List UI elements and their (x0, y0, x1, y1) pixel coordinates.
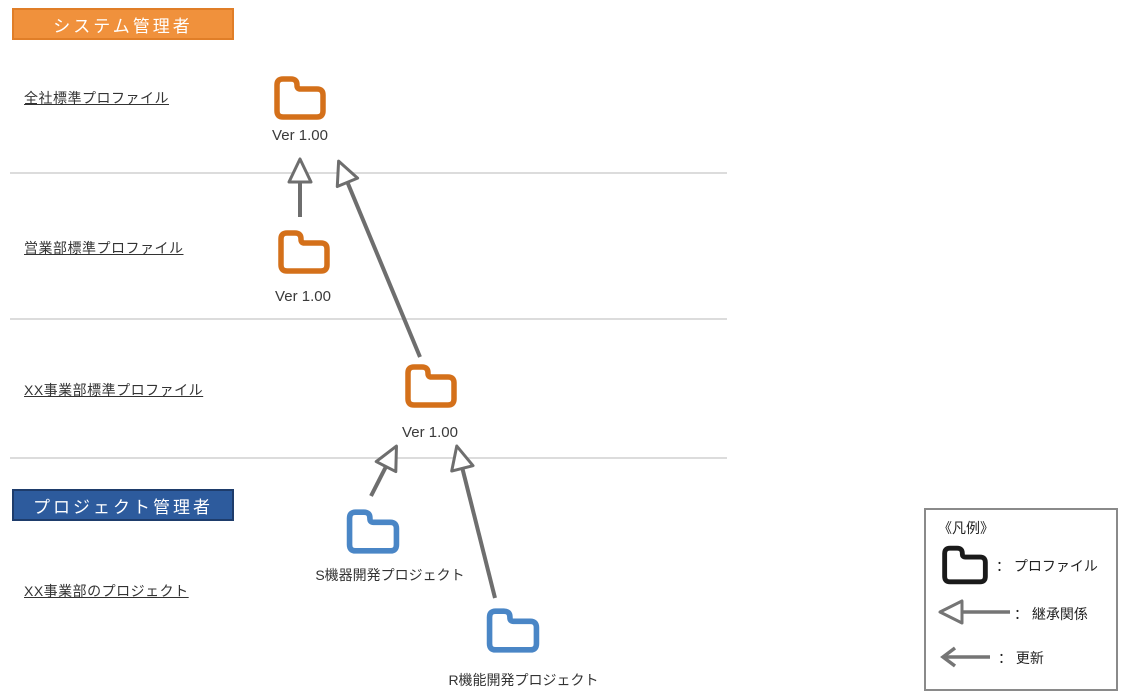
folder-icon (486, 608, 540, 653)
company-profile-version: Ver 1.00 (272, 127, 328, 144)
inheritance-arrow-division-to-company (335, 159, 422, 358)
sales-profile-version: Ver 1.00 (275, 288, 331, 305)
company-profile-node (270, 72, 330, 124)
s-project-caption: S機器開発プロジェクト (315, 567, 465, 583)
inheritance-arrow-icon (938, 599, 1010, 625)
folder-icon (346, 509, 400, 554)
division-profile-node (401, 360, 461, 412)
folder-icon (278, 230, 330, 274)
legend-inheritance-label: ： 継承関係 (1014, 606, 1088, 622)
legend-update-label: ： 更新 (998, 650, 1044, 666)
legend-profile-label: ： プロファイル (996, 558, 1098, 574)
legend-title: 《凡例》 (938, 520, 994, 536)
sales-profile-node (274, 226, 334, 278)
inheritance-arrow-sproject-to-division (369, 444, 398, 497)
project-admin-header: プロジェクト管理者 (12, 489, 234, 521)
s-project-node (342, 505, 404, 558)
row-label-division-projects[interactable]: XX事業部のプロジェクト (24, 583, 189, 599)
row-divider (10, 318, 727, 320)
legend-box: 《凡例》 ： プロファイル ： 継承関係 ： 更新 (924, 508, 1118, 691)
r-project-caption: R機能開発プロジェクト (448, 672, 599, 688)
folder-icon (942, 545, 988, 585)
division-profile-version: Ver 1.00 (402, 424, 458, 441)
folder-icon (405, 364, 457, 408)
row-label-division-standard-profile[interactable]: XX事業部標準プロファイル (24, 382, 204, 398)
update-arrow-icon (940, 646, 990, 668)
row-label-company-standard-profile[interactable]: 全社標準プロファイル (24, 90, 169, 106)
row-divider (10, 457, 727, 459)
row-divider (10, 172, 727, 174)
row-label-sales-standard-profile[interactable]: 営業部標準プロファイル (24, 240, 184, 256)
r-project-node (482, 604, 544, 657)
system-admin-header: システム管理者 (12, 8, 234, 40)
folder-icon (274, 76, 326, 120)
